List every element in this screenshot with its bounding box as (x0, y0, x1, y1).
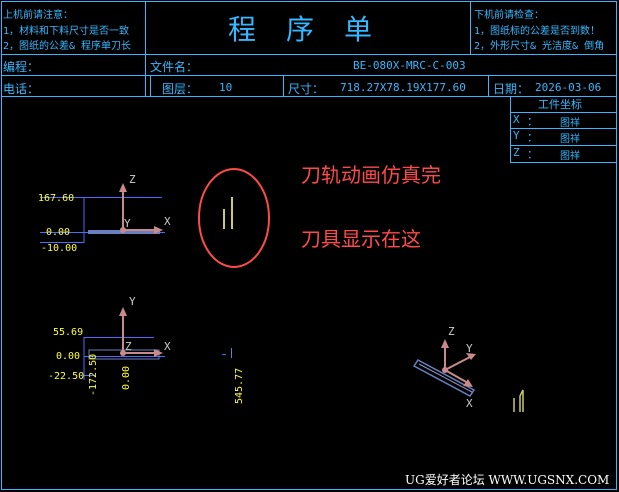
top-dim-bottom: -22.50 (48, 371, 84, 382)
top-axis-y-label: Y (129, 295, 136, 308)
work-coords-table (510, 96, 617, 163)
side-dim: 545.77 (234, 368, 245, 404)
top-dim-x-zero: 0.00 (121, 366, 132, 390)
top-axis-z-label: Z (125, 340, 132, 353)
phone-label: 电话： (3, 82, 40, 96)
work-coord-z-value: 图祥 (560, 151, 580, 162)
top-dim-zero: 0.00 (56, 351, 80, 362)
notes-right-title: 下机前请检查： (474, 10, 544, 21)
work-coord-x-value: 图祥 (560, 118, 580, 129)
top-axis-x-label: X (164, 340, 171, 353)
notes-left-line2: 2，图纸的公差& 程序单刀长 (3, 41, 132, 52)
programmer-label: 编程： (3, 60, 40, 74)
size-label: 尺寸： (288, 82, 325, 96)
annotation-line2: 刀具显示在这 (301, 227, 421, 251)
top-dim-top: 55.69 (53, 327, 83, 338)
size-value: 718.27X78.19X177.60 (340, 81, 466, 94)
tool-highlight-circle (198, 168, 270, 268)
iso-axis-z-label: Z (448, 325, 455, 338)
watermark: UG爱好者论坛 WWW.UGSNX.COM (405, 473, 610, 487)
filename-label: 文件名： (150, 60, 199, 74)
notes-right-line1: 1，图纸标的公差是否到数！ (474, 26, 601, 37)
notes-left-title: 上机前请注意： (3, 10, 73, 21)
front-dim-zero: 0.00 (46, 227, 70, 238)
work-coord-y-value: 图祥 (560, 134, 580, 145)
page-title: 程序单 (228, 13, 403, 46)
tool-preview (198, 168, 270, 268)
front-axis-z-label: Z (129, 173, 136, 186)
front-axis-x-label: X (164, 215, 171, 228)
layer-label: 图层： (162, 82, 199, 96)
tool-marker-small (513, 389, 524, 412)
work-coord-y-axis: Y (513, 129, 520, 142)
date-label: 日期： (493, 82, 530, 96)
filename-value: BE-080X-MRC-C-003 (353, 59, 466, 72)
notes-right-line2: 2，外形尺寸& 光洁度& 倒角 (474, 41, 605, 52)
work-coord-x-sep: ： (527, 115, 538, 128)
front-dim-bottom: -10.00 (41, 243, 77, 254)
front-view (40, 183, 165, 243)
front-axis-y-label: Y (124, 217, 131, 230)
work-coord-x-axis: X (513, 113, 520, 126)
annotation-line1: 刀轨动画仿真完 (301, 163, 441, 187)
layer-value: 10 (219, 81, 233, 94)
front-dim-top: 167.60 (38, 193, 74, 204)
notes-left-line1: 1，材料和下料尺寸是否一致 (3, 26, 130, 37)
work-coord-y-sep: ： (527, 131, 538, 144)
work-coord-z-sep: ： (527, 148, 538, 161)
iso-axis-y-label: Y (466, 342, 473, 355)
iso-axis-x-label: X (466, 397, 473, 410)
side-view (222, 348, 232, 358)
work-coord-z-axis: Z (513, 146, 520, 159)
top-view (83, 307, 165, 380)
work-coords-title: 工件坐标 (538, 98, 582, 111)
date-value: 2026-03-06 (535, 81, 602, 94)
top-dim-x-left: -172.50 (88, 354, 99, 396)
iso-view (412, 339, 476, 397)
